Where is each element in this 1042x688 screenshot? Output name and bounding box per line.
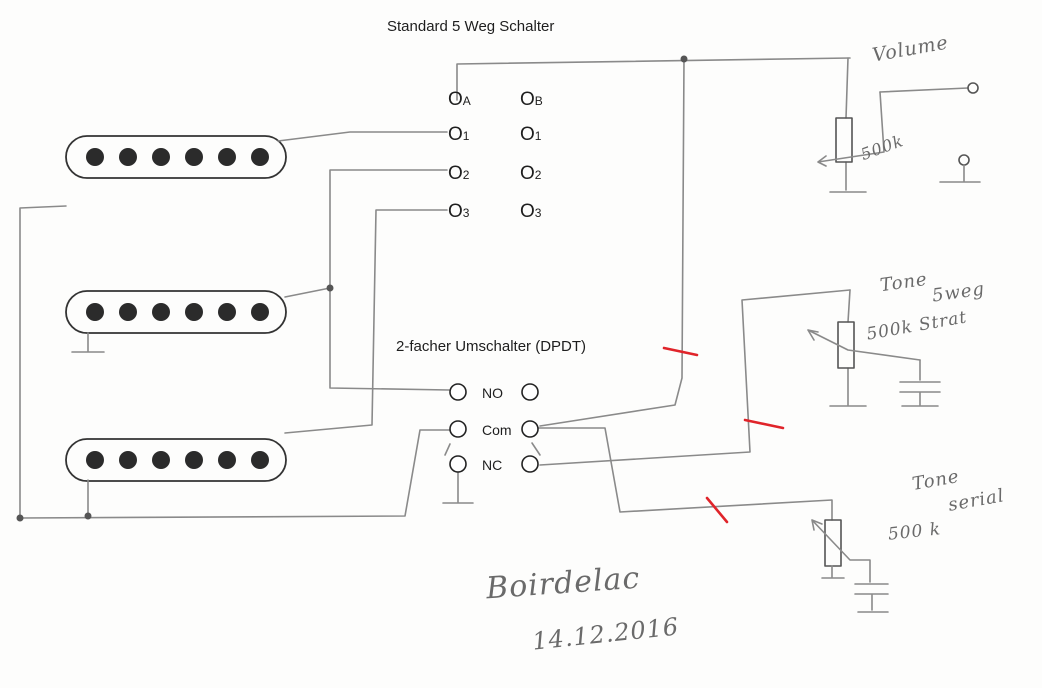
wire-middle-to-2	[284, 169, 448, 298]
wire-ground-bus	[19, 205, 67, 519]
volume-pot	[835, 117, 853, 163]
pole	[185, 451, 203, 469]
pole	[86, 303, 104, 321]
pole	[119, 451, 137, 469]
junction-middle	[326, 284, 334, 292]
wire-switch-common-a	[456, 57, 851, 101]
dpdt-com-right	[521, 420, 539, 438]
junction-bridge-ground	[84, 512, 92, 520]
pickup-bridge	[65, 438, 287, 482]
pole	[251, 303, 269, 321]
switch-terminal-b2: O2	[520, 163, 542, 184]
cut-mark	[662, 346, 699, 357]
volume-wiper	[817, 91, 885, 167]
serial-cap	[854, 583, 889, 613]
pole	[86, 451, 104, 469]
tone5-wiper	[807, 329, 921, 361]
pole	[218, 148, 236, 166]
pole	[218, 303, 236, 321]
dpdt-no-left	[449, 383, 467, 401]
pole	[251, 148, 269, 166]
volume-wire	[829, 57, 867, 193]
pole	[119, 303, 137, 321]
dpdt-nc-label: NC	[482, 457, 503, 473]
wire-com-nc-link	[444, 443, 451, 456]
dpdt-nc-right	[521, 455, 539, 473]
pickup-neck	[65, 135, 287, 179]
pole	[185, 303, 203, 321]
output-jack-tip	[967, 82, 979, 94]
serial-pot	[824, 519, 842, 567]
volume-output	[879, 87, 969, 93]
switch-title: Standard 5 Weg Schalter	[387, 18, 555, 35]
serial-wiper	[811, 519, 871, 583]
output-jack-sleeve	[958, 154, 970, 166]
junction-top	[680, 55, 688, 63]
dpdt-com-label: Com	[482, 422, 512, 438]
wire-com-to-serial	[529, 427, 833, 521]
dpdt-no-right	[521, 383, 539, 401]
wire-right-com	[531, 442, 541, 456]
pickup-middle	[65, 290, 287, 334]
wire-main-vertical	[539, 57, 685, 427]
wire-bridge-to-3	[284, 209, 448, 434]
dpdt-no-label: NO	[482, 385, 503, 401]
dpdt-nc-left	[449, 455, 467, 473]
tone5-pot	[837, 321, 855, 369]
pole	[218, 451, 236, 469]
switch-terminal-b3: O3	[520, 201, 542, 222]
pole	[152, 303, 170, 321]
pole	[185, 148, 203, 166]
dpdt-title: 2-facher Umschalter (DPDT)	[396, 338, 587, 355]
pole	[119, 148, 137, 166]
wire-middle-ground	[71, 332, 105, 353]
serial-wire	[821, 565, 845, 579]
dpdt-com-left	[449, 420, 467, 438]
switch-terminal-b: OB	[520, 89, 543, 110]
pole	[152, 148, 170, 166]
wire-nc-to-tone	[539, 289, 851, 466]
switch-terminal-a2: O2	[448, 163, 470, 184]
junction-bottom-left	[16, 514, 24, 522]
wire-nc-ground	[442, 471, 474, 504]
switch-terminal-a1: O1	[448, 124, 470, 145]
wire-middle-to-no	[329, 287, 450, 391]
pole	[251, 451, 269, 469]
pole	[86, 148, 104, 166]
wire-neck-to-1	[277, 131, 448, 142]
pole	[152, 451, 170, 469]
wire-bottom-bus	[19, 429, 450, 519]
switch-terminal-b1: O1	[520, 124, 542, 145]
cut-mark	[705, 496, 729, 524]
tone5-wire	[829, 289, 867, 407]
jack-ground	[939, 164, 981, 183]
tone5-cap	[899, 359, 941, 407]
switch-terminal-a: OA	[448, 89, 471, 110]
switch-terminal-a3: O3	[448, 201, 470, 222]
cut-mark	[743, 418, 785, 430]
